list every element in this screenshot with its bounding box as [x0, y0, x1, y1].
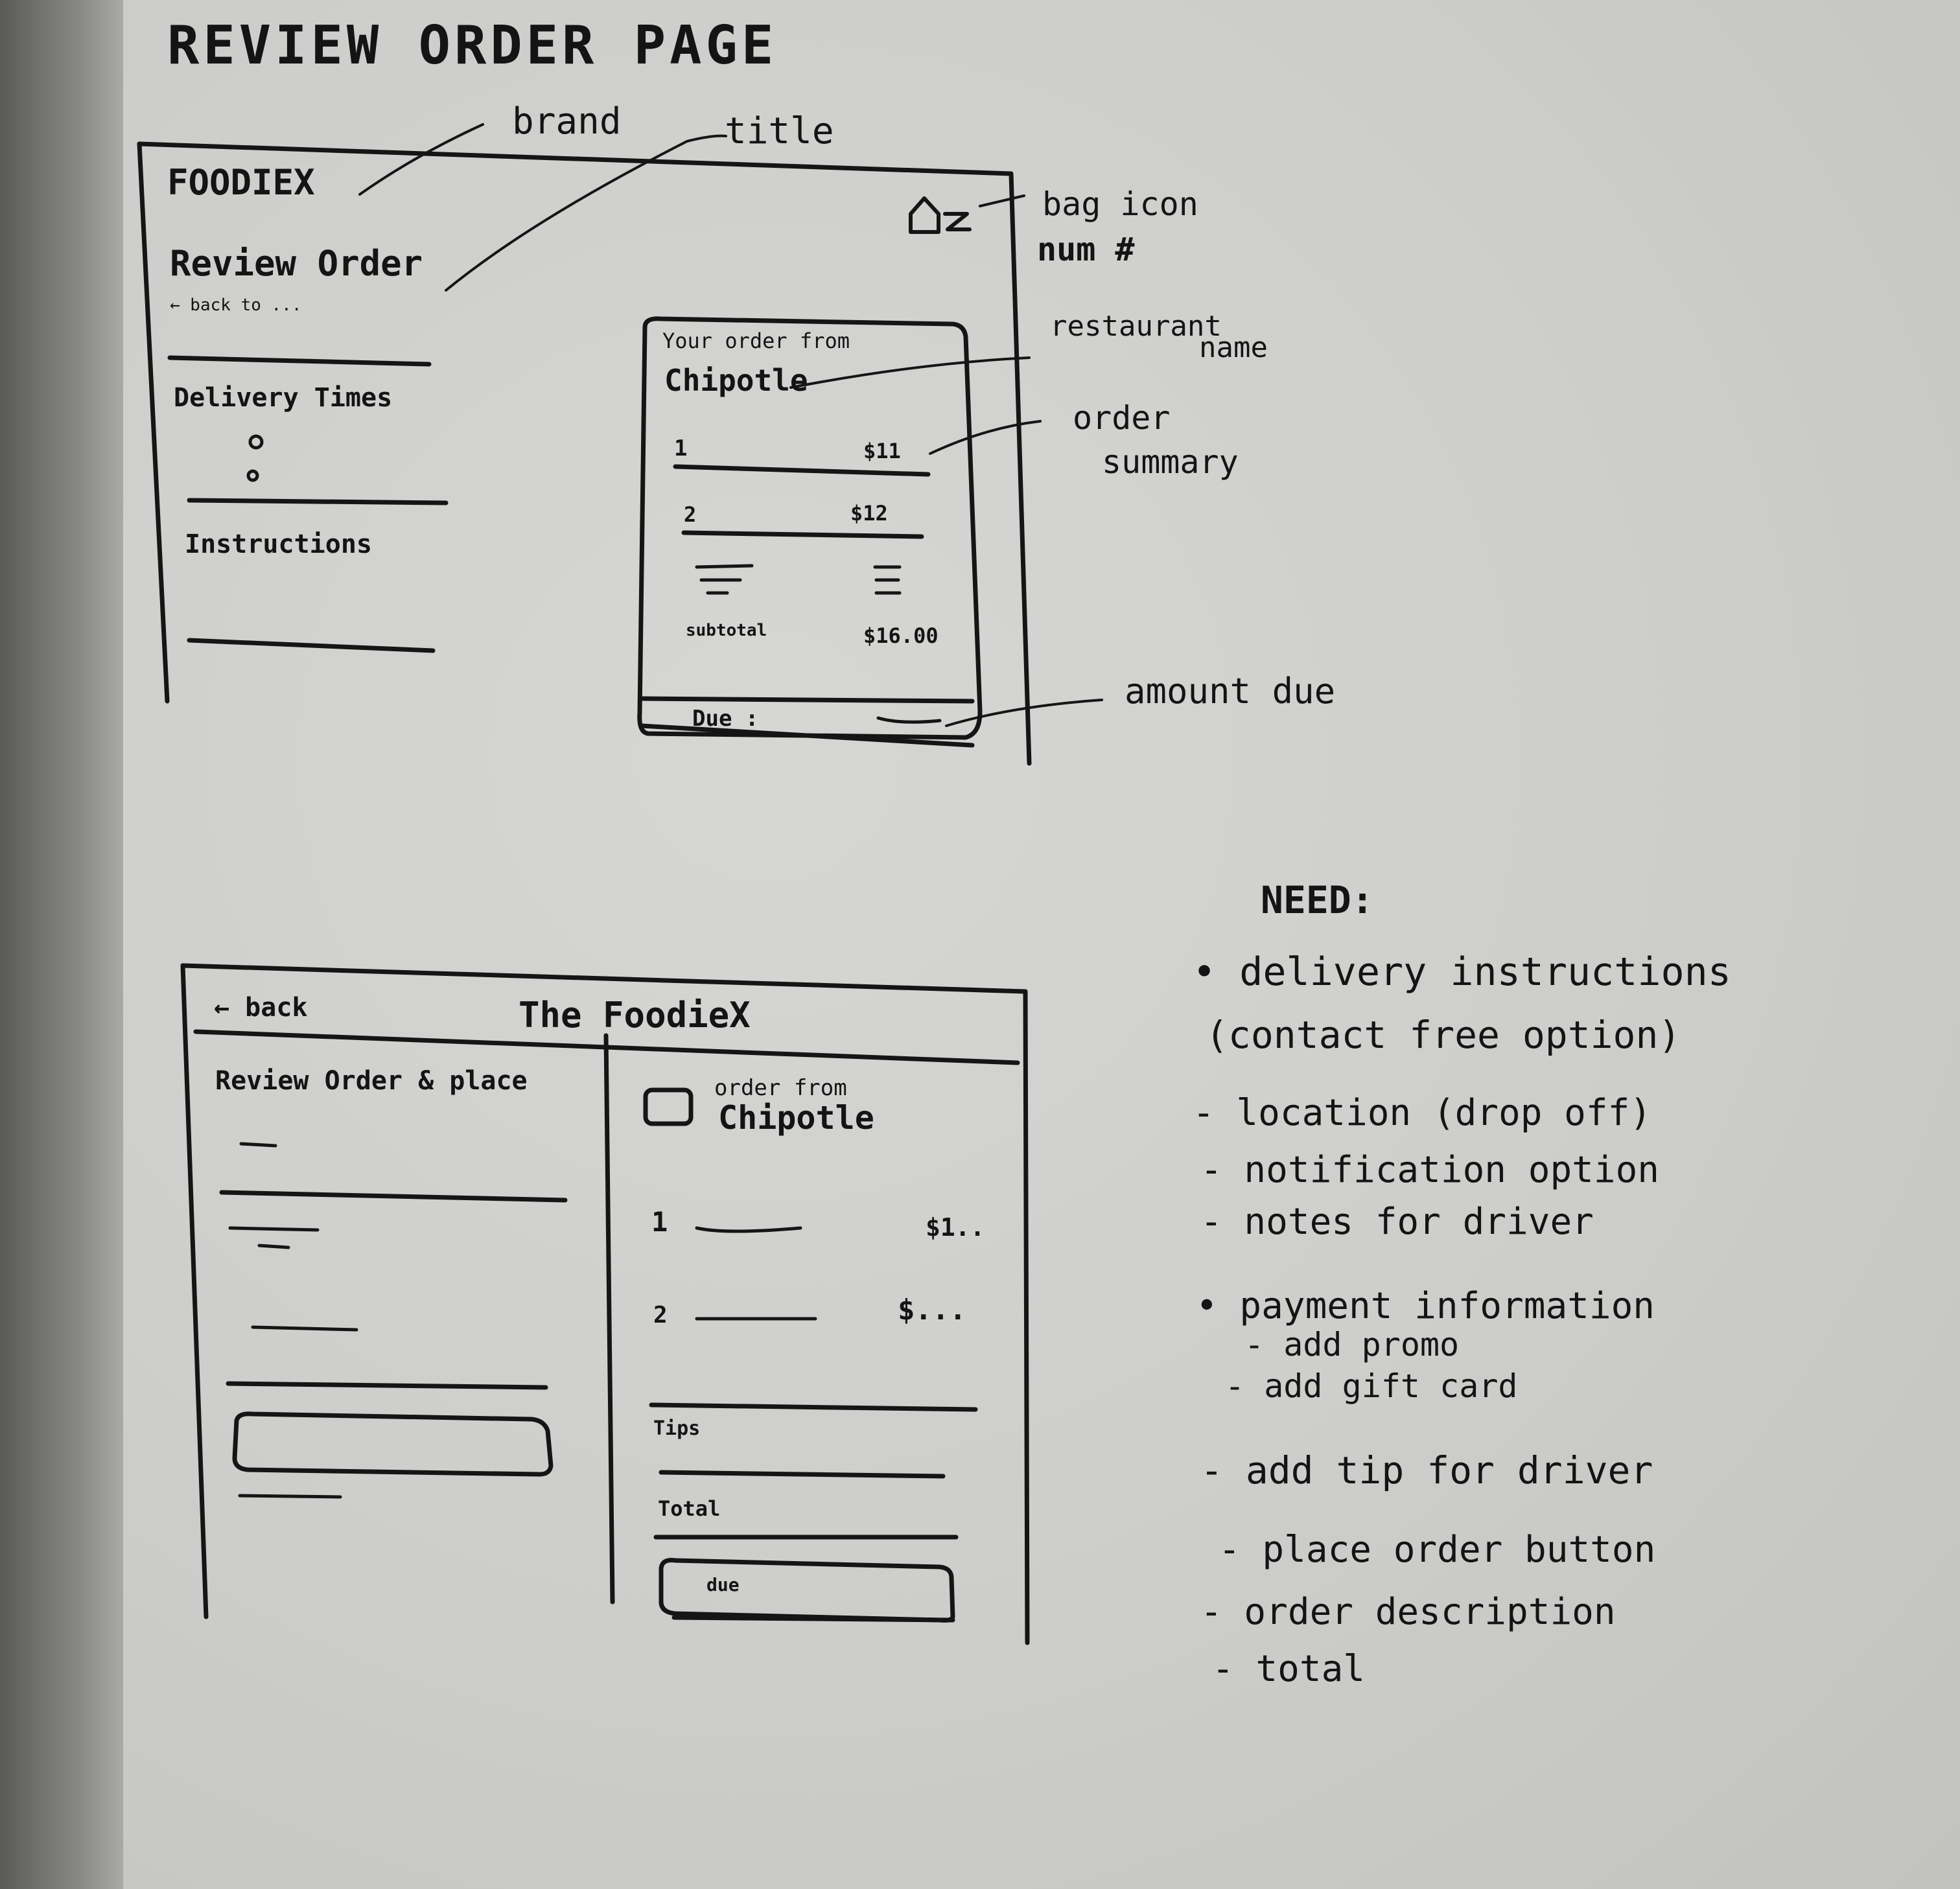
sketch2-details	[228, 1142, 817, 1499]
needs-item: • payment information	[1196, 1285, 1655, 1327]
needs-item: - place order button	[1219, 1529, 1656, 1571]
annotation-brand: brand	[512, 100, 622, 143]
sketch2-restaurant: Chipotle	[718, 1099, 874, 1137]
sketch2-brand: The FoodieX	[519, 995, 751, 1036]
annotation-bag-icon: bag icon	[1042, 185, 1198, 223]
needs-item: - order description	[1200, 1591, 1616, 1633]
checkbox-icon	[643, 1087, 694, 1126]
sketch1-title: Review Order	[170, 243, 423, 284]
needs-item: - add tip for driver	[1200, 1448, 1653, 1492]
annotation-leaders	[358, 123, 1103, 727]
sketch1-subtotal-value: $16.00	[863, 623, 939, 648]
annotation-order-summary-1: order	[1073, 399, 1171, 437]
sketch1-subtotal-label: subtotal	[686, 621, 767, 640]
needs-item: (contact free option)	[1206, 1013, 1681, 1057]
sketch1-item2-price: $12	[850, 501, 888, 526]
sketch1-delivery-times: Delivery Times	[174, 383, 393, 413]
sketch2-tips: Tips	[653, 1417, 701, 1440]
sketch2-heading: Review Order & place	[215, 1066, 528, 1096]
sketch1-item1-price: $11	[863, 439, 901, 463]
needs-item: - notification option	[1200, 1149, 1660, 1191]
sketch1-order-from: Your order from	[662, 329, 850, 353]
needs-item: - total	[1212, 1648, 1366, 1690]
sketch2-item2-price: $...	[898, 1293, 966, 1327]
sketch2-item1-qty: 1	[651, 1206, 668, 1238]
sketch1-brand: FOODIEX	[167, 162, 315, 203]
sketch2-order-from: order from	[714, 1075, 847, 1101]
sketch1-restaurant: Chipotle	[664, 363, 808, 398]
annotation-restaurant-name-2: name	[1199, 331, 1268, 364]
sketch1-frame	[137, 141, 1032, 766]
needs-heading: NEED:	[1261, 878, 1374, 922]
bag-icon	[909, 196, 972, 234]
sketch2-item1-price: $1..	[926, 1213, 985, 1242]
annotation-order-summary-2: summary	[1102, 443, 1239, 481]
sketch1-instructions: Instructions	[185, 529, 372, 559]
page-title: REVIEW ORDER PAGE	[167, 15, 778, 76]
sketch1-details	[246, 434, 942, 724]
sketch2-item2-qty: 2	[653, 1302, 668, 1328]
needs-item: - notes for driver	[1200, 1201, 1594, 1243]
annotation-amount-due: amount due	[1125, 671, 1336, 712]
needs-item: - add gift card	[1225, 1367, 1518, 1405]
sketch1-back-link[interactable]: ← back to ...	[170, 296, 302, 315]
sketch2-place-order-button[interactable]: due	[706, 1574, 740, 1595]
needs-item: - add promo	[1244, 1326, 1460, 1363]
paper-sheet	[123, 0, 1960, 1889]
sketch2-frame	[180, 963, 1030, 1645]
sketch1-item1-qty: 1	[674, 435, 688, 461]
needs-item: • delivery instructions	[1193, 949, 1731, 995]
annotation-restaurant-name-1: restaurant	[1050, 310, 1222, 343]
needs-item: - location (drop off)	[1193, 1092, 1652, 1134]
sketch1-item2-qty: 2	[684, 502, 697, 527]
annotation-num: num #	[1037, 231, 1135, 268]
sketch1-due-label: Due :	[692, 706, 759, 732]
sketch2-total: Total	[658, 1496, 721, 1521]
annotation-title: title	[725, 110, 834, 152]
sketch2-back[interactable]: ← back	[214, 993, 308, 1023]
